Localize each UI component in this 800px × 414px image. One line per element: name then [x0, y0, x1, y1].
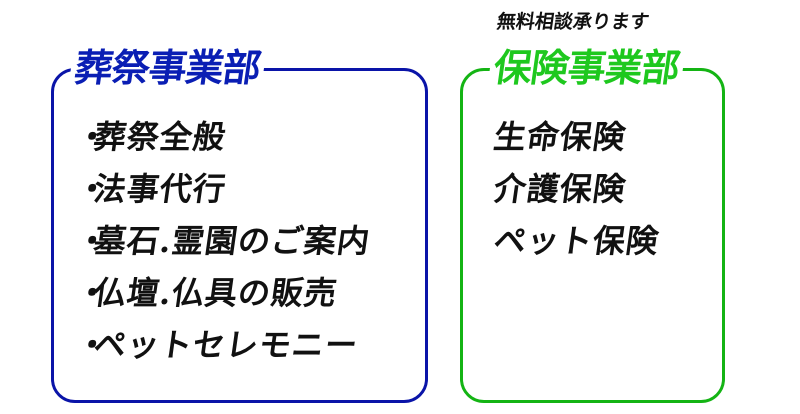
list-item: ・葬祭全般 — [72, 111, 373, 163]
funeral-division-title: 葬祭事業部 — [67, 45, 268, 90]
service-label: 葬祭全般 — [91, 118, 229, 156]
funeral-services-list: ・葬祭全般 ・法事代行 ・墓石.霊園のご案内 ・仏壇.仏具の販売 ・ペットセレモ… — [73, 111, 372, 371]
list-item: ・ペットセレモニー — [72, 319, 373, 371]
list-item: ・墓石.霊園のご案内 — [72, 215, 373, 267]
list-item: ・法事代行 — [72, 163, 373, 215]
list-item: ・仏壇.仏具の販売 — [72, 267, 373, 319]
insurance-services-list: 生命保険 介護保険 ペット保険 — [491, 111, 661, 267]
service-label: 法事代行 — [91, 170, 229, 208]
free-consultation-note: 無料相談承ります — [495, 11, 651, 33]
list-item: 介護保険 — [491, 170, 629, 208]
list-item: ペット保険 — [491, 222, 662, 260]
service-label: ペットセレモニー — [91, 326, 361, 364]
service-label: 墓石.霊園のご案内 — [91, 222, 373, 260]
list-item: 生命保険 — [491, 118, 629, 156]
service-label: 仏壇.仏具の販売 — [91, 274, 340, 312]
insurance-division-title: 保険事業部 — [486, 45, 687, 90]
